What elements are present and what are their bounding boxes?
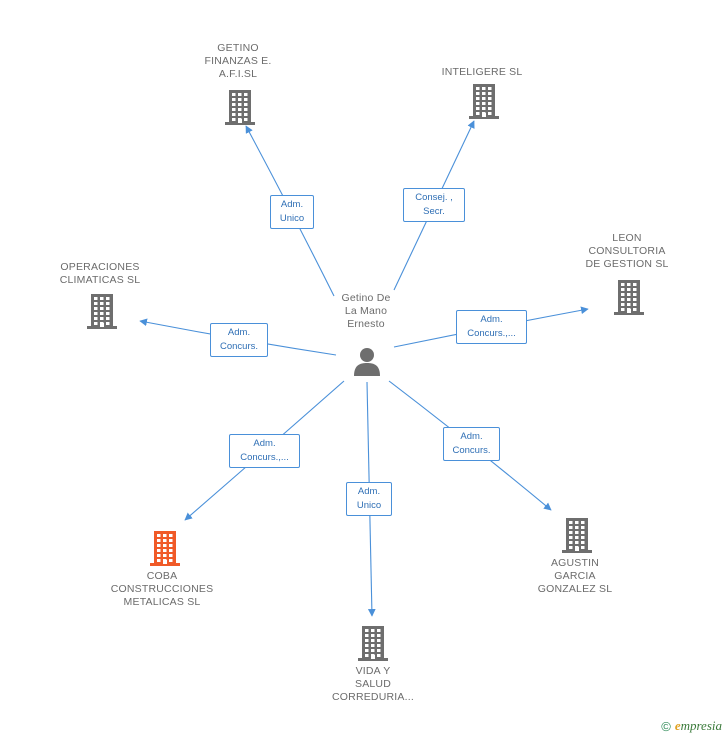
brand-logo: empresia [675,718,722,734]
company-label-line: CONSULTORIA [588,245,666,257]
edge-label-inteligere[interactable]: Consej. , Secr. [403,188,465,222]
company-label-line: GARCIA [554,570,596,582]
company-label-line: CLIMATICAS SL [59,274,141,286]
edge-label-line: Adm. [280,199,304,210]
brand-rest: mpresia [680,718,722,733]
center-name-line: Ernesto [347,318,385,330]
building-icon[interactable] [468,83,500,119]
building-icon[interactable] [357,625,389,661]
company-label-line: VIDA Y [355,665,391,677]
company-label-line: COBA [146,570,178,582]
company-label-line: METALICAS SL [123,596,201,608]
company-label-line: FINANZAS E. [204,55,272,67]
edge-label-vida-salud[interactable]: Adm. Unico [346,482,392,516]
edge-label-coba[interactable]: Adm. Concurs.,... [229,434,300,468]
company-label-line: OPERACIONES [60,261,140,273]
edge-label-line: Secr. [423,206,445,217]
company-label-line: DE GESTION SL [585,258,669,270]
edge-label-line: Adm. [227,327,251,338]
company-label-line: INTELIGERE SL [441,66,523,78]
company-label-line: CONSTRUCCIONES [110,583,214,595]
center-person-name[interactable]: Getino De La Mano Ernesto [318,292,414,331]
edge-label-line: Adm. [480,314,503,325]
company-label-line: GETINO [217,42,259,54]
building-icon[interactable] [86,293,118,329]
company-label-line: LEON [612,232,642,244]
edge-label-line: Concurs. [219,341,258,352]
building-icon[interactable] [561,517,593,553]
center-name-line: La Mano [344,305,388,317]
center-name-line: Getino De [341,292,391,304]
edge-label-line: Adm. [357,486,381,497]
edge-label-leon-consultoria[interactable]: Adm. Concurs.,... [456,310,527,344]
company-label-line: GONZALEZ SL [537,583,613,595]
copyright-icon: © [661,718,671,734]
edge-label-line: Unico [356,500,382,511]
building-icon[interactable] [224,89,256,125]
edge-label-line: Adm. [253,438,276,449]
building-icon[interactable] [613,279,645,315]
company-label-line: SALUD [354,678,391,690]
brand-initial: e [674,718,681,733]
edge-label-line: Concurs.,... [467,328,516,339]
company-label-line: A.F.I.SL [218,68,258,80]
person-icon[interactable] [352,346,382,376]
company-label-line: CORREDURIA... [332,691,414,703]
edge-label-line: Adm. [460,431,483,442]
building-icon[interactable] [149,530,181,566]
edge-label-line: Concurs.,... [240,452,289,463]
edge-label-line: Consej. , [415,192,453,203]
edge-label-agustin-garcia[interactable]: Adm. Concurs. [443,427,500,461]
company-label-inteligere[interactable]: INTELIGERE SL [427,66,537,79]
edge-label-line: Concurs. [452,445,491,456]
footer-brand: © empresia [661,718,722,734]
edge-label-getino-finanzas[interactable]: Adm. Unico [270,195,314,229]
company-label-line: AGUSTIN [550,557,600,569]
edge-label-line: Unico [279,213,305,224]
edge-label-operaciones-climaticas[interactable]: Adm. Concurs. [210,323,268,357]
